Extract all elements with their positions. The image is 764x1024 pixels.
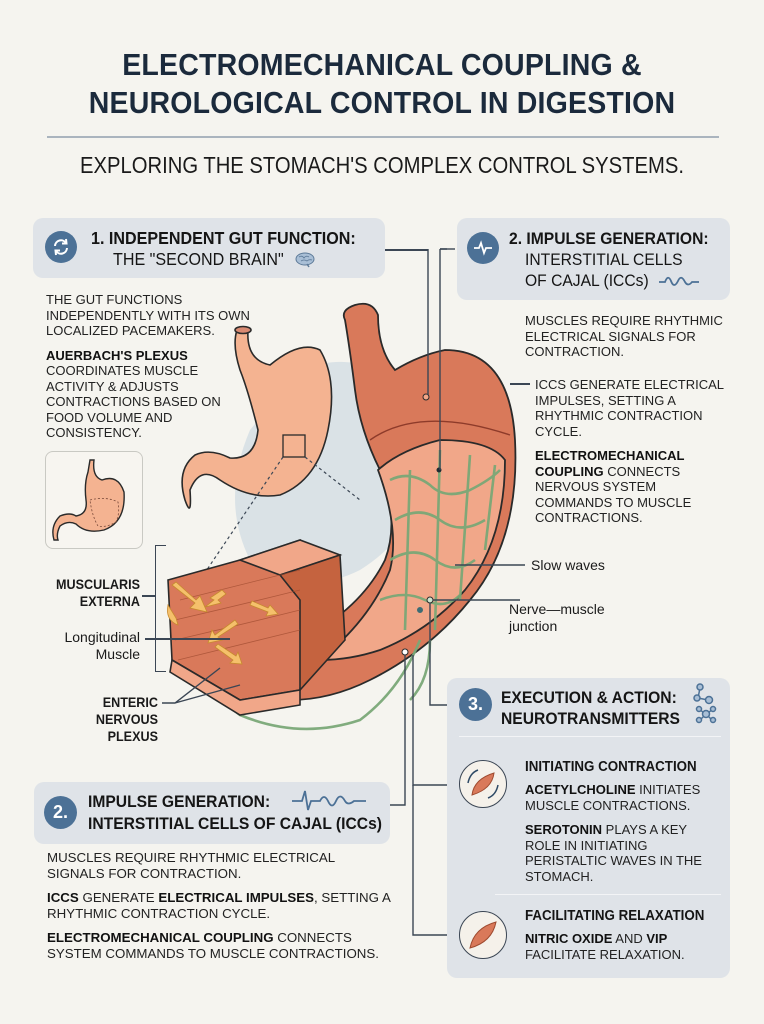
- wave-icon: [659, 273, 701, 289]
- section1-subtitle: THE "SECOND BRAIN": [113, 249, 284, 269]
- label-muscularis-externa: MUSCULARIS EXTERNA: [55, 576, 140, 609]
- cycle-arrows-icon: [45, 231, 77, 263]
- section2-bottom-para1: MUSCLES REQUIRE RHYTHMIC ELECTRICAL SIGN…: [47, 850, 335, 881]
- section1-para1: THE GUT FUNCTIONS INDEPENDENTLY WITH ITS…: [46, 292, 250, 338]
- relaxation-icon: [459, 911, 507, 959]
- section2-top-subtitle2: OF CAJAL (ICCs): [525, 271, 649, 290]
- serotonin-text: SEROTONIN PLAYS A KEY ROLE IN INITIATING…: [525, 822, 702, 884]
- ecg-wave-icon: [292, 790, 366, 811]
- pulse-icon: [467, 232, 499, 264]
- section2-bottom-para3: ELECTROMECHANICAL COUPLING CONNECTS SYST…: [47, 930, 379, 961]
- section2-top-body: MUSCLES REQUIRE RHYTHMIC ELECTRICAL SIGN…: [525, 313, 740, 369]
- section2-top-para2: ICCs GENERATE ELECTRICAL IMPULSES, SETTI…: [535, 377, 724, 439]
- section3-title2: NEUROTRANSMITTERS: [501, 709, 680, 728]
- section1-body: THE GUT FUNCTIONS INDEPENDENTLY WITH ITS…: [46, 292, 256, 450]
- icc-connector: [510, 383, 530, 385]
- stomach-thumbnail-icon: [52, 459, 125, 541]
- section3-card: 3. EXECUTION & ACTION: NEUROTRANSMITTERS…: [447, 678, 730, 978]
- section1-title: 1. INDEPENDENT GUT FUNCTION:: [91, 228, 356, 248]
- label-enteric-nervous-plexus: ENTERIC NERVOUS PLEXUS: [95, 694, 158, 744]
- section1-subtitle-row: THE "SECOND BRAIN": [113, 249, 317, 270]
- contraction-icon: [459, 760, 507, 808]
- relaxation-body: NITRIC OXIDE AND VIP FACILITATE RELAXATI…: [525, 931, 725, 971]
- section3-badge: 3.: [459, 688, 492, 721]
- section2-top-title: 2. IMPULSE GENERATION:: [509, 229, 709, 248]
- section2-bottom-title2: INTERSTITIAL CELLS OF CAJAL (ICCs): [88, 814, 382, 833]
- acetylcholine-text: ACETYLCHOLINE INITIATES MUSCLE CONTRACTI…: [525, 782, 701, 813]
- label-longitudinal-muscle: Longitudinal Muscle: [64, 629, 140, 662]
- section2-top-subtitle1: INTERSTITIAL CELLS: [525, 250, 683, 269]
- page-title: ELECTROMECHANICAL COUPLING & NEUROLOGICA…: [88, 47, 676, 120]
- section2-bottom-para2: ICCs GENERATE ELECTRICAL IMPULSES, SETTI…: [47, 890, 391, 921]
- section1-connector: [385, 249, 428, 251]
- section2-top-card: 2. IMPULSE GENERATION: INTERSTITIAL CELL…: [457, 218, 730, 300]
- section2-bottom-body: MUSCLES REQUIRE RHYTHMIC ELECTRICAL SIGN…: [47, 850, 392, 970]
- section2-bottom-title1: IMPULSE GENERATION:: [88, 792, 271, 811]
- section2-top-body2: ICCs GENERATE ELECTRICAL IMPULSES, SETTI…: [535, 377, 735, 535]
- longitudinal-connector: [145, 638, 230, 640]
- label-nerve-muscle-junction: Nerve—muscle junction: [509, 601, 605, 634]
- section3-divider: [459, 736, 721, 737]
- label-slow-waves: Slow waves: [531, 557, 605, 573]
- contraction-heading: INITIATING CONTRACTION: [525, 759, 697, 775]
- title-divider: [47, 136, 719, 138]
- section2-top-para1: MUSCLES REQUIRE RHYTHMIC ELECTRICAL SIGN…: [525, 313, 723, 359]
- muscularis-tick: [142, 595, 155, 597]
- page-subtitle: EXPLORING THE STOMACH'S COMPLEX CONTROL …: [79, 152, 685, 178]
- section2-bottom-badge: 2.: [44, 796, 77, 829]
- contraction-body: ACETYLCHOLINE INITIATES MUSCLE CONTRACTI…: [525, 782, 725, 893]
- section2-top-para3: ELECTROMECHANICAL COUPLING CONNECTS NERV…: [535, 448, 692, 525]
- section3-divider2: [495, 894, 721, 895]
- section1-card: 1. INDEPENDENT GUT FUNCTION: THE "SECOND…: [33, 218, 385, 278]
- nitric-oxide-text: NITRIC OXIDE AND VIP FACILITATE RELAXATI…: [525, 931, 685, 962]
- molecule-icon: [693, 683, 717, 724]
- muscle-block: [167, 538, 346, 716]
- brain-icon: [295, 252, 317, 268]
- large-stomach: [248, 302, 517, 701]
- relaxation-heading: FACILITATING RELAXATION: [525, 908, 705, 924]
- section2-bottom-card: 2. IMPULSE GENERATION: INTERSTITIAL CELL…: [34, 782, 390, 844]
- muscularis-bracket: [155, 545, 166, 672]
- section3-title1: EXECUTION & ACTION:: [501, 688, 677, 707]
- section2-top-subtitle2-row: OF CAJAL (ICCs): [525, 271, 701, 291]
- stomach-thumbnail: [45, 451, 143, 549]
